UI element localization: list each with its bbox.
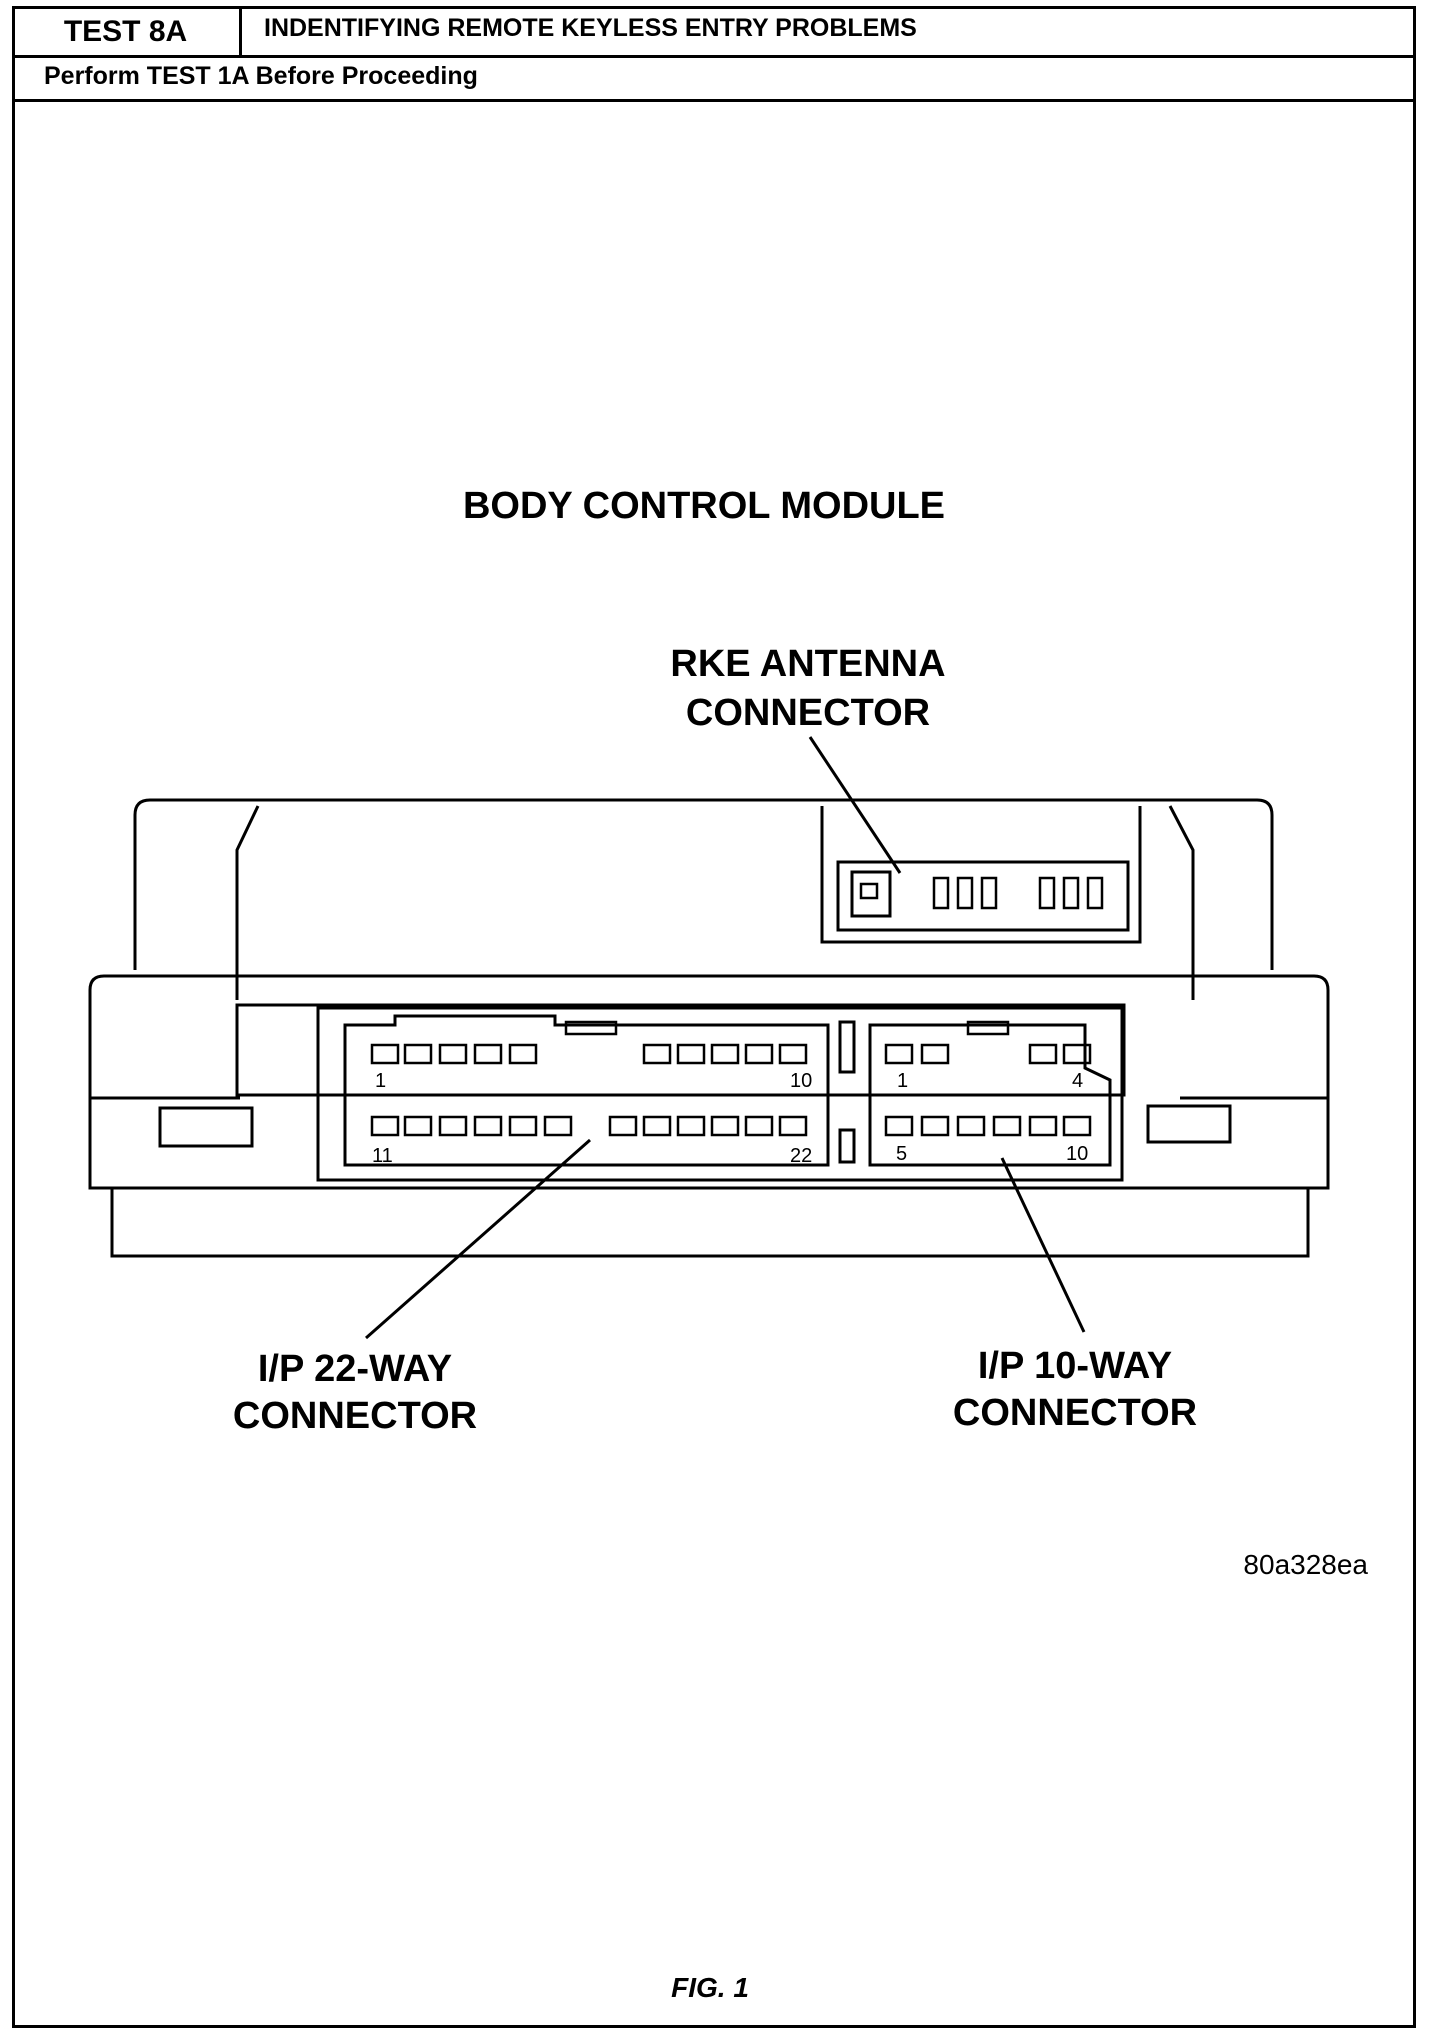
prerequisite-bar: Perform TEST 1A Before Proceeding: [12, 58, 1416, 102]
module-base: [110, 1186, 1310, 1258]
connector-divider-bottom: [838, 1128, 856, 1164]
ip22-pin-12: [403, 1115, 433, 1137]
rke-leader-line: [808, 736, 902, 874]
connector-bay: [235, 1003, 1126, 1097]
left-mount-tab: [158, 1106, 254, 1148]
ip22-pin-7: [676, 1043, 706, 1065]
ip10-label-line2: CONNECTOR: [953, 1392, 1197, 1434]
ip10-pin-3: [1028, 1043, 1058, 1065]
page-frame: [12, 6, 1416, 2028]
pin-label-22-22: 22: [790, 1145, 812, 1167]
pin-label-22-11: 11: [372, 1145, 393, 1167]
ip22-pin-11: [370, 1115, 400, 1137]
rke-pin-4: [1038, 876, 1056, 910]
rke-connector-lock: [850, 870, 892, 918]
rke-pin-1: [932, 876, 950, 910]
ip22-pin-13: [438, 1115, 468, 1137]
prerequisite-note: Perform TEST 1A Before Proceeding: [44, 62, 478, 90]
ip22-pin-10: [778, 1043, 808, 1065]
module-upper-housing: [133, 798, 1274, 970]
main-connector-housing: [316, 1006, 1124, 1182]
ip10-pin-5: [884, 1115, 914, 1137]
test-id: TEST 8A: [12, 6, 242, 55]
rke-pin-5: [1062, 876, 1080, 910]
ip22-leader-line: [365, 1138, 591, 1340]
connector-divider-top: [838, 1020, 856, 1074]
module-body: [88, 974, 1330, 1190]
ip10-pin-4: [1062, 1043, 1092, 1065]
rke-pin-2: [956, 876, 974, 910]
ip22-connector-shell: [343, 1014, 830, 1167]
ip22-pin-5: [508, 1043, 538, 1065]
ip10-pin-9: [1028, 1115, 1058, 1137]
ip22-label-line1: I/P 22-WAY: [258, 1348, 452, 1390]
ip22-pin-15: [508, 1115, 538, 1137]
ip22-pin-18: [642, 1115, 672, 1137]
ip22-pin-22: [778, 1115, 808, 1137]
ip22-pin-19: [676, 1115, 706, 1137]
rke-antenna-connector: [836, 860, 1130, 932]
ip22-pin-9: [744, 1043, 774, 1065]
ip10-connector-shell: [868, 1023, 1112, 1167]
figure-label: FIG. 1: [671, 1972, 749, 2003]
ip10-pin-7: [956, 1115, 986, 1137]
ip10-pin-6: [920, 1115, 950, 1137]
ip10-leader-line: [1000, 1157, 1086, 1333]
ip22-pin-4: [473, 1043, 503, 1065]
ip22-pin-2: [403, 1043, 433, 1065]
pin-label-10-1: 1: [897, 1070, 908, 1092]
rke-label-line1: RKE ANTENNA: [670, 643, 945, 685]
header-bar: TEST 8A INDENTIFYING REMOTE KEYLESS ENTR…: [12, 6, 1416, 58]
ip22-pin-17: [608, 1115, 638, 1137]
ip22-pin-3: [438, 1043, 468, 1065]
image-code: 80a328ea: [1243, 1549, 1368, 1580]
pin-label-22-1: 1: [375, 1070, 386, 1092]
rke-label-line2: CONNECTOR: [686, 692, 930, 734]
ip22-pin-16: [543, 1115, 573, 1137]
ip22-pin-1: [370, 1043, 400, 1065]
right-mount-tab: [1146, 1104, 1232, 1144]
ip10-pin-8: [992, 1115, 1022, 1137]
diagram-title: BODY CONTROL MODULE: [463, 485, 945, 527]
test-title: INDENTIFYING REMOTE KEYLESS ENTRY PROBLE…: [264, 14, 917, 42]
ip22-pin-6: [642, 1043, 672, 1065]
ip10-label-line1: I/P 10-WAY: [978, 1345, 1172, 1387]
ip22-pin-21: [744, 1115, 774, 1137]
pin-label-22-10: 10: [790, 1070, 812, 1092]
ip22-pin-14: [473, 1115, 503, 1137]
pin-label-10-10: 10: [1066, 1143, 1088, 1165]
ip22-pin-20: [710, 1115, 740, 1137]
rke-pin-6: [1086, 876, 1104, 910]
ip22-latch: [564, 1020, 618, 1036]
rke-pin-3: [980, 876, 998, 910]
pin-label-10-5: 5: [896, 1143, 907, 1165]
ip22-pin-8: [710, 1043, 740, 1065]
ip10-pin-2: [920, 1043, 950, 1065]
ip10-pin-1: [884, 1043, 914, 1065]
pin-label-10-4: 4: [1072, 1070, 1083, 1092]
ip22-label-line2: CONNECTOR: [233, 1395, 477, 1437]
ip10-latch: [966, 1020, 1010, 1036]
ip10-pin-10: [1062, 1115, 1092, 1137]
